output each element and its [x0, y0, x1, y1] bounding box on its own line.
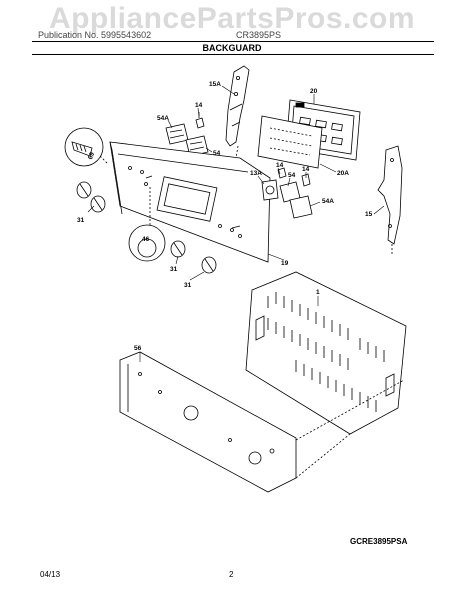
backguard-panel-19	[109, 141, 271, 263]
screw-14-top	[195, 112, 205, 129]
label-31-right: 31	[184, 282, 192, 289]
knob-31-right	[201, 256, 217, 274]
part-labels: 15A 14 54A 54 20 20A 69 31 13A 14 54 14 …	[77, 81, 373, 352]
vent-slots-upper	[267, 292, 385, 412]
model-code: GCRE3895PSA	[350, 537, 408, 546]
label-15A: 15A	[209, 81, 221, 88]
page-title: BACKGUARD	[202, 43, 262, 53]
label-56: 56	[134, 345, 142, 352]
label-1: 1	[316, 289, 320, 296]
label-19: 19	[281, 260, 289, 267]
switch-54A-top	[165, 123, 189, 145]
knob-31-center	[170, 240, 186, 258]
clock-13A	[261, 179, 279, 201]
bracket-15A	[225, 65, 250, 159]
knob-31-left-upper	[76, 181, 92, 199]
bracket-15	[377, 145, 403, 256]
label-20: 20	[310, 88, 318, 95]
label-13A: 13A	[250, 170, 262, 177]
leader-lines	[87, 85, 385, 362]
header-rule-bottom	[32, 54, 434, 55]
knob-31-left-lower	[90, 195, 106, 213]
switch-54-top	[185, 135, 209, 157]
switch-54A-mid	[289, 195, 313, 219]
model-reference: CR3895PS	[236, 30, 282, 40]
screw-14-mid	[277, 167, 287, 179]
label-54A-top: 54A	[157, 115, 169, 122]
label-54-mid: 54	[288, 172, 296, 179]
page-number: 2	[229, 570, 234, 579]
detail-46	[128, 186, 166, 262]
header-rule-top	[32, 41, 434, 42]
label-69: 69	[87, 151, 96, 161]
detail-69	[64, 127, 109, 167]
footer-date: 04/13	[40, 570, 61, 579]
overlay-20A	[257, 115, 323, 169]
label-54-top: 54	[213, 150, 221, 157]
rear-panel-1	[245, 271, 407, 435]
label-20A: 20A	[337, 170, 349, 177]
label-31-center: 31	[170, 266, 178, 273]
label-31-left: 31	[77, 217, 85, 224]
label-54A-mid: 54A	[322, 198, 334, 205]
label-14-top: 14	[195, 102, 203, 109]
label-46: 46	[142, 236, 150, 243]
watermark: AppliancePartsPros.com	[48, 2, 416, 35]
label-14-right: 14	[302, 166, 310, 173]
label-14-mid: 14	[276, 162, 284, 169]
publication-number: Publication No. 5995543602	[38, 30, 152, 40]
label-15: 15	[365, 211, 373, 218]
